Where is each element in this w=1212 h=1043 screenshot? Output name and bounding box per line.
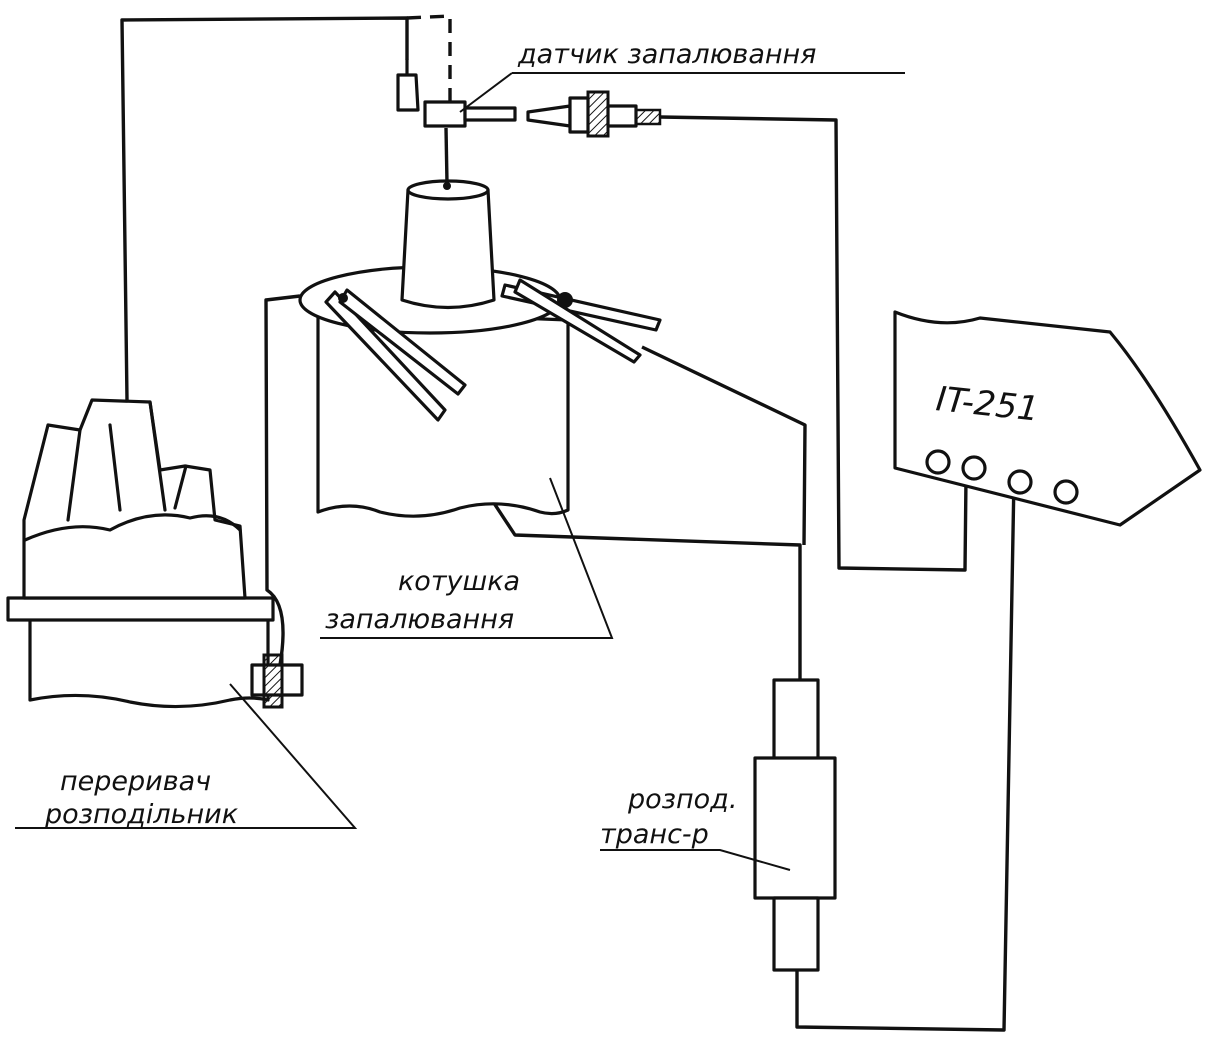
device-it251 xyxy=(893,310,1202,527)
wire-distributor-terminal xyxy=(264,294,301,666)
label-transformer-2: транс-р xyxy=(600,819,709,850)
distributor xyxy=(6,398,275,709)
wire-sensor-to-device xyxy=(659,115,968,572)
label-ignition-coil-2: запалювання xyxy=(325,604,514,635)
label-ignition-coil-1: котушка xyxy=(398,566,520,597)
wire-sensor-dashed xyxy=(406,14,452,130)
label-distributor-2: розподільник xyxy=(44,799,239,830)
ignition-coil xyxy=(298,179,570,518)
wire-distributor-to-sensor xyxy=(120,16,409,401)
ignition-sensor xyxy=(396,58,662,138)
label-ignition-sensor: датчик запалювання xyxy=(517,39,816,70)
wire-clip2-to-transformer xyxy=(641,345,807,546)
alligator-clip-1 xyxy=(324,288,467,422)
wire-sensor-to-coil xyxy=(444,127,449,184)
distributor-terminal-bolt xyxy=(250,653,304,709)
wire-transformer-to-device xyxy=(795,477,1016,1032)
label-distributor-1: переривач xyxy=(60,766,211,797)
distribution-transformer xyxy=(753,678,837,972)
alligator-clip-2 xyxy=(500,278,662,364)
label-transformer-1: розпод. xyxy=(627,784,737,815)
